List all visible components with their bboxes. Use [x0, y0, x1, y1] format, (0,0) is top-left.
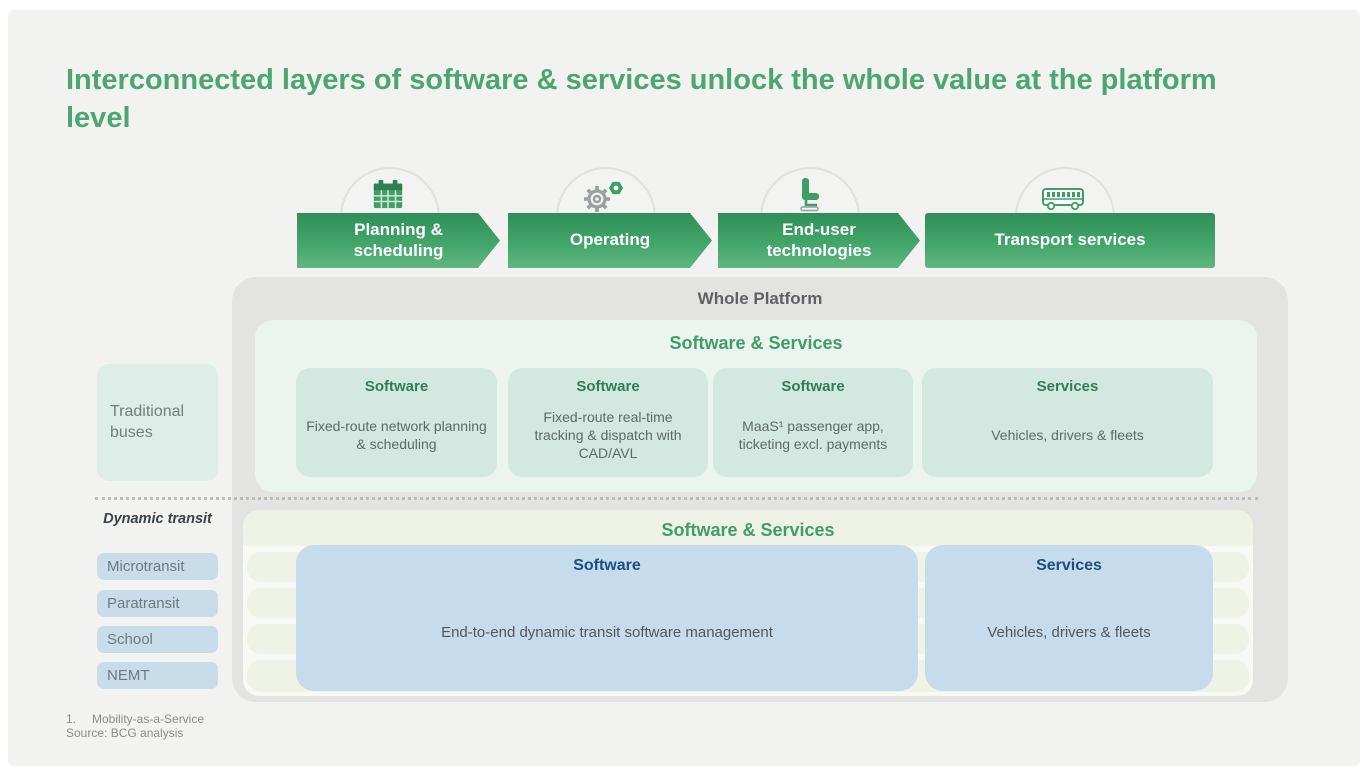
sidebar-item-nemt: NEMT [97, 662, 218, 689]
box-title: Software [573, 557, 641, 574]
sidebar-item-paratransit: Paratransit [97, 590, 218, 617]
box-body: Vehicles, drivers & fleets [987, 624, 1151, 642]
dynamic-section-heading: Software & Services [661, 520, 835, 540]
box-body: MaaS¹ passenger app, ticketing excl. pay… [738, 418, 888, 452]
services-box-traditional: Services Vehicles, drivers & fleets [922, 368, 1213, 477]
dynamic-heading-strip [243, 510, 1253, 546]
sidebar-traditional-buses: Traditional buses [97, 364, 218, 481]
box-title: Software [364, 378, 429, 395]
source-line: Source: BCG analysis [66, 726, 184, 741]
box-body: Vehicles, drivers & fleets [991, 427, 1144, 444]
software-box-operating: Software Fixed-route real-time tracking … [508, 368, 708, 477]
stage-label: Transport services [994, 230, 1146, 250]
footnote: 1. Mobility-as-a-Service Source: BCG anal… [66, 712, 204, 741]
footnote-marker: 1. [66, 712, 77, 726]
stage-chevron-planning: Planning & scheduling [297, 213, 500, 268]
sidebar-dynamic-transit-label: Dynamic transit [103, 511, 212, 527]
bus-icon [1041, 186, 1085, 217]
stage-label: Operating [569, 230, 651, 250]
box-title: Services [1036, 378, 1099, 395]
gears-icon [582, 178, 626, 219]
stage-label: End-user technologies [766, 220, 872, 260]
services-box-dynamic: Services Vehicles, drivers & fleets [925, 545, 1213, 691]
traditional-section-heading: Software & Services [669, 333, 843, 353]
whole-platform-title: Whole Platform [697, 289, 823, 308]
sidebar-label: Traditional buses [110, 402, 185, 441]
stage-chevron-transport: Transport services [925, 213, 1215, 268]
software-box-dynamic: Software End-to-end dynamic transit soft… [296, 545, 918, 691]
calendar-icon [371, 177, 405, 216]
box-body: Fixed-route real-time tracking & dispatc… [534, 409, 682, 461]
box-body: Fixed-route network planning & schedulin… [306, 418, 487, 452]
stage-label: Planning & scheduling [353, 220, 444, 260]
stage-chevron-end-user: End-user technologies [718, 213, 920, 268]
software-box-planning: Software Fixed-route network planning & … [296, 368, 497, 477]
stage-chevron-operating: Operating [508, 213, 712, 268]
software-box-end-user: Software MaaS¹ passenger app, ticketing … [713, 368, 913, 477]
page-title: Interconnected layers of software & serv… [66, 64, 1217, 134]
box-title: Services [1036, 557, 1102, 574]
seat-icon [793, 176, 823, 218]
footnote-line: 1. Mobility-as-a-Service [66, 712, 204, 726]
sidebar-item-school: School [97, 626, 218, 653]
box-title: Software [781, 378, 845, 395]
box-title: Software [576, 378, 640, 395]
box-body: End-to-end dynamic transit software mana… [441, 624, 773, 642]
footnote-text: Mobility-as-a-Service [92, 712, 205, 726]
dotted-divider [95, 497, 1258, 500]
sidebar-item-microtransit: Microtransit [97, 553, 218, 580]
